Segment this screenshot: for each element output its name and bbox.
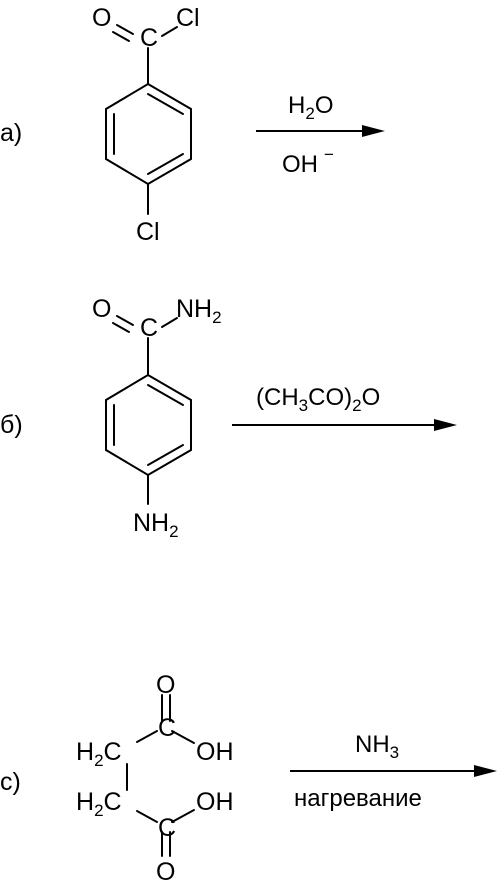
atom-chlorine-acyl: Cl — [176, 4, 200, 32]
reaction-c-arrow — [290, 765, 497, 777]
atom-amide-nitrogen: NH2 — [176, 295, 222, 327]
atom-top-hydroxyl: OH — [196, 738, 234, 766]
arrow-a-head — [362, 125, 385, 137]
arrow-b-head — [434, 419, 457, 431]
reaction-a-arrow — [256, 125, 385, 137]
atom-bottom-oxygen: O — [156, 858, 175, 886]
arrow-c-head — [474, 765, 497, 777]
reaction-c-condition-below: нагревание — [294, 785, 422, 812]
atom-chlorine-ring: Cl — [136, 218, 160, 246]
molecule-4-chlorobenzoyl-chloride: O C Cl Cl — [92, 4, 200, 246]
carbonyl-a-double-bond-1 — [116, 24, 134, 35]
atom-carbon: C — [140, 314, 158, 342]
atom-oxygen: O — [92, 4, 111, 32]
reaction-b-arrow — [232, 419, 457, 431]
carbonyl-b-double-bond-2 — [112, 322, 130, 333]
ring-b-double-bond-1 — [147, 384, 184, 406]
ring-a-double-bond-1 — [147, 93, 184, 115]
reaction-a-label: a) — [0, 119, 22, 147]
top-c-ch2-bond — [136, 730, 158, 743]
reaction-b-condition-above: (CH3CO)2O — [256, 384, 380, 415]
reaction-a-condition-above: H2O — [288, 92, 333, 123]
atom-bottom-carbon: C — [158, 814, 176, 842]
atom-top-carbon: C — [158, 714, 176, 742]
carbonyl-b-double-bond-1 — [116, 315, 134, 326]
top-c-oh-bond — [171, 730, 195, 744]
atom-carbon: C — [140, 24, 158, 52]
reaction-b: б) O C NH2 NH2 (CH3CO)2O — [0, 295, 457, 541]
amide-b-bond — [161, 317, 178, 328]
atom-ch2-upper: H2C — [76, 738, 122, 770]
reaction-a-condition-below: OH− — [282, 145, 334, 178]
atom-oxygen: O — [92, 295, 111, 323]
molecule-succinic-acid: O C OH H2C H2C OH C O — [76, 671, 234, 886]
benzene-ring-b — [105, 373, 192, 477]
ring-a-double-bond-2 — [147, 153, 184, 175]
bot-c-oh-bond — [171, 809, 195, 823]
ring-b-double-bond-2 — [147, 444, 184, 466]
bot-ch2-c-bond — [136, 810, 158, 823]
benzene-ring-a — [105, 82, 192, 186]
atom-top-oxygen: O — [156, 671, 175, 699]
reaction-c-label: c) — [0, 768, 21, 796]
reaction-c: c) O C OH H2C H2C OH C O — [0, 671, 497, 886]
atom-amine-nitrogen: NH2 — [133, 509, 179, 541]
reaction-b-label: б) — [0, 411, 23, 439]
molecule-4-aminobenzamide: O C NH2 NH2 — [92, 295, 222, 541]
atom-ch2-lower: H2C — [76, 788, 122, 820]
reaction-c-condition-above: NH3 — [355, 731, 399, 762]
carbonyl-a-double-bond-2 — [112, 31, 130, 42]
acyl-chloride-a-bond — [161, 26, 178, 37]
atom-bottom-hydroxyl: OH — [196, 788, 234, 816]
reaction-a: a) O C Cl Cl H2O — [0, 4, 385, 246]
